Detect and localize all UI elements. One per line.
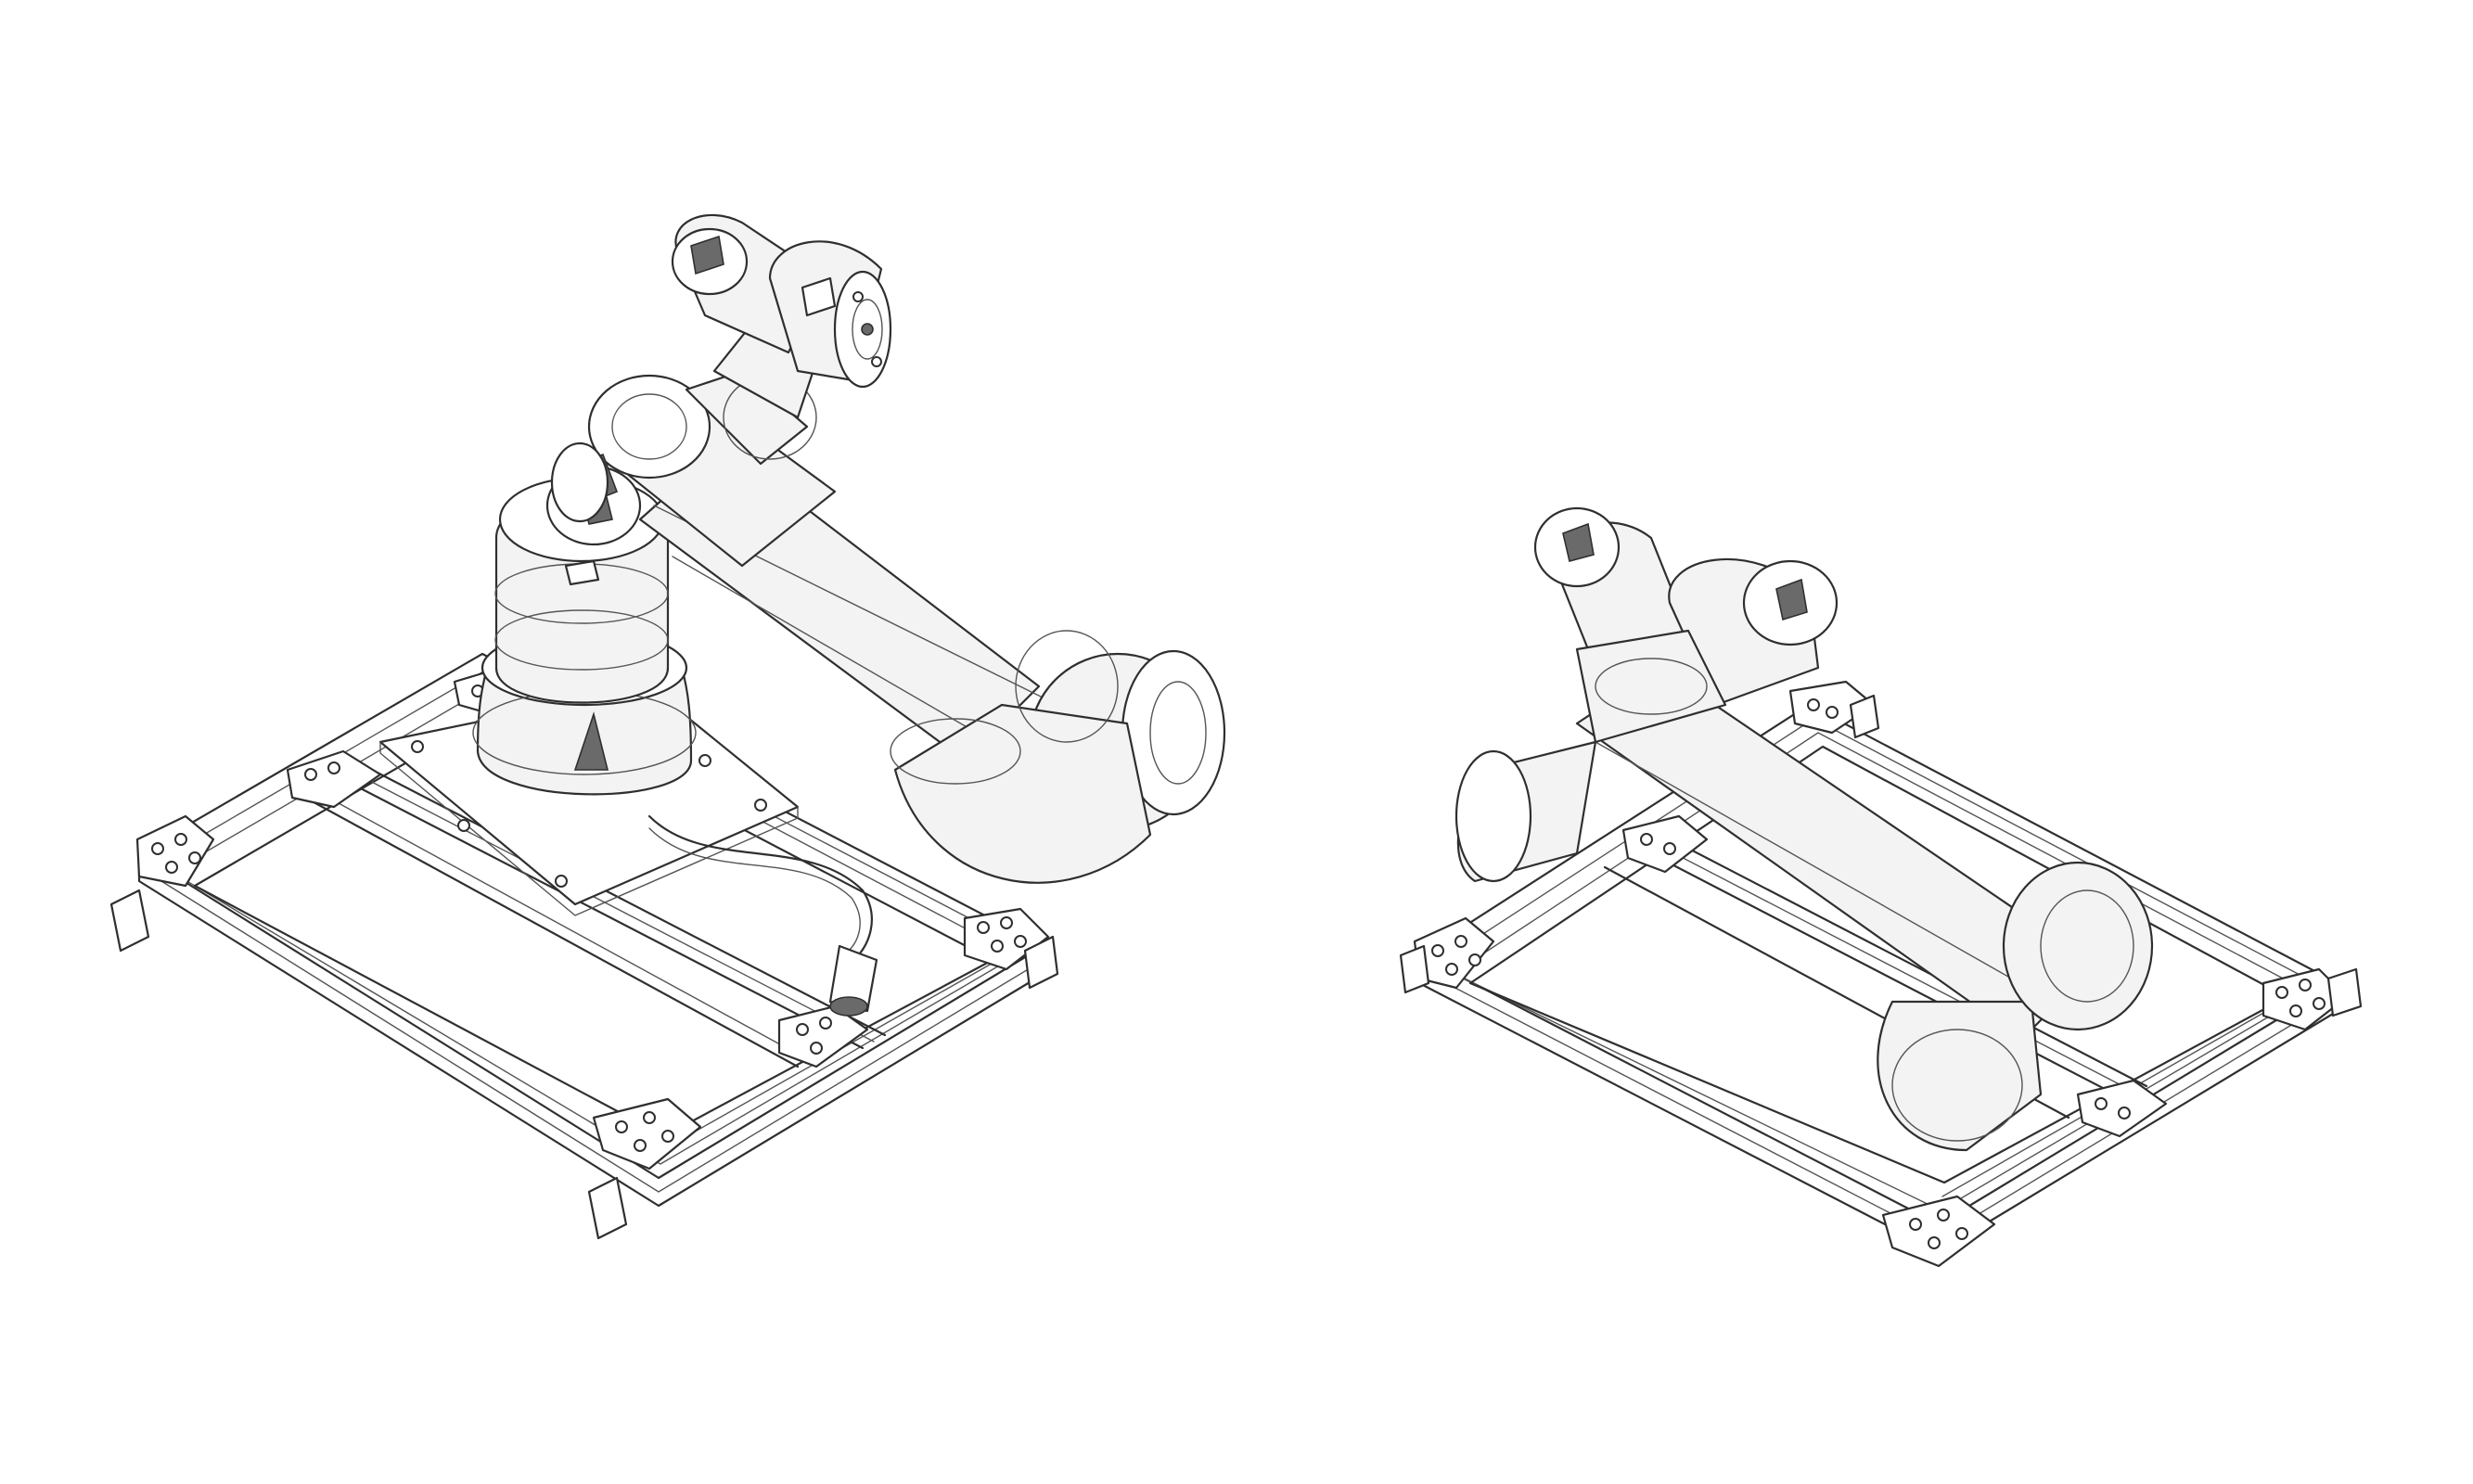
- cable-connector: [828, 944, 878, 1013]
- inverted-robot-view: [1399, 506, 2363, 1268]
- inv-corner-gusset-front: [1881, 1195, 1996, 1268]
- corner-gusset-back: [286, 749, 382, 809]
- inv-foot-left: [1399, 944, 1430, 994]
- wrist-lock-icon: [801, 276, 837, 317]
- wrist-joints: [671, 213, 892, 419]
- inv-frame-bolts: [1431, 698, 2326, 1249]
- corner-gusset-front: [592, 1097, 702, 1171]
- upright-robot-view: [109, 213, 1226, 1240]
- frame-bolts: [151, 684, 1027, 1152]
- inv-logo-badge-2: [1775, 578, 1808, 621]
- base-status-light: [573, 711, 609, 771]
- inverted-arm-body: [1454, 666, 2154, 1152]
- inv-corner-gusset-right: [2262, 967, 2349, 1031]
- mid-gusset: [777, 1004, 869, 1068]
- wrist-logo-badge: [690, 235, 724, 275]
- power-cable: [647, 814, 873, 957]
- foot-left: [109, 889, 150, 953]
- inv-foot-back: [1849, 694, 1880, 739]
- tool-flange: [861, 323, 874, 336]
- inverted-base-frame: [1399, 680, 2363, 1268]
- foot-right: [1023, 935, 1059, 990]
- inv-logo-badge-1: [1562, 522, 1595, 562]
- inv-mid-gusset-left: [1621, 814, 1709, 874]
- forearm-link: [550, 369, 837, 568]
- inv-foot-right: [2326, 967, 2363, 1017]
- shoulder-lock-icon: [564, 559, 600, 586]
- corner-gusset-left: [135, 814, 215, 888]
- inverted-lower-joint: [1877, 1000, 2043, 1152]
- inverted-shoulder-joints: [1533, 506, 1839, 744]
- foot-front: [587, 1176, 628, 1240]
